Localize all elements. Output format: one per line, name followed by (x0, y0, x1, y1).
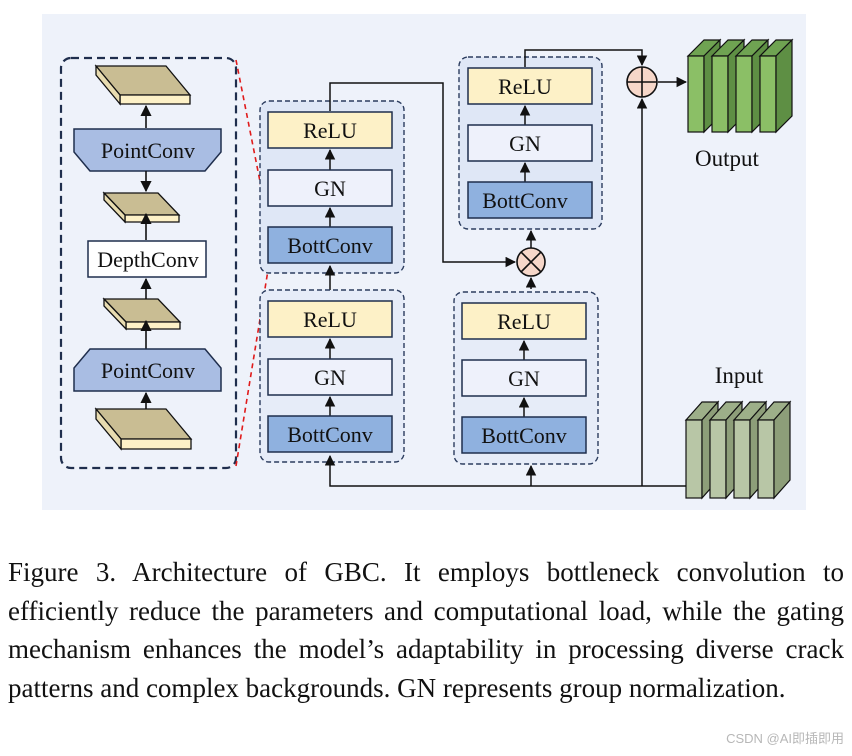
depth-conv-block: DepthConv (87, 240, 207, 278)
figure-caption-text: Architecture of GBC. It employs bottlene… (8, 557, 844, 703)
feature-slab-bottom (94, 407, 193, 451)
figure-caption-label: Figure 3. (8, 557, 117, 587)
gn-block-right-upper: GN (467, 124, 593, 162)
input-label: Input (715, 363, 764, 388)
gn-label: GN (314, 176, 346, 201)
watermark: CSDN @AI即插即用 (726, 731, 844, 746)
input-feature-stack (684, 400, 792, 500)
output-label: Output (695, 146, 760, 171)
point-conv-top: PointConv (73, 128, 222, 172)
bottconv-block-right-lower: BottConv (461, 416, 587, 454)
bottconv-block-right-upper: BottConv (467, 181, 593, 219)
relu-block-right-lower: ReLU (461, 302, 587, 340)
relu-label: ReLU (303, 307, 357, 332)
feature-slab-upper-mid (102, 191, 181, 224)
output-feature-stack (686, 38, 794, 134)
bottconv-detail-panel (59, 56, 238, 470)
bottconv-block-mid-lower: BottConv (267, 415, 393, 453)
multiply-icon (516, 247, 546, 277)
figure-caption: Figure 3.Architecture of GBC. It employs… (8, 553, 844, 707)
bottconv-block-mid-upper: BottConv (267, 226, 393, 264)
bottconv-label: BottConv (481, 423, 567, 448)
gn-label: GN (314, 365, 346, 390)
gn-block-right-lower: GN (461, 359, 587, 397)
gn-block-mid-upper: GN (267, 169, 393, 207)
gbc-architecture-diagram: PointConv DepthConv PointConv ReLU (42, 14, 806, 510)
gn-label: GN (508, 366, 540, 391)
relu-label: ReLU (498, 74, 552, 99)
relu-label: ReLU (497, 309, 551, 334)
relu-block-mid-upper: ReLU (267, 111, 393, 149)
bottconv-label: BottConv (482, 188, 568, 213)
relu-label: ReLU (303, 118, 357, 143)
add-icon (626, 66, 658, 98)
depth-conv-label: DepthConv (97, 247, 198, 272)
bottconv-label: BottConv (287, 233, 373, 258)
bottconv-label: BottConv (287, 422, 373, 447)
feature-slab-lower-mid (102, 297, 182, 331)
point-conv-bottom: PointConv (73, 348, 222, 392)
relu-block-mid-lower: ReLU (267, 300, 393, 338)
point-conv-top-label: PointConv (101, 138, 195, 163)
gn-label: GN (509, 131, 541, 156)
relu-block-right-upper: ReLU (467, 67, 593, 105)
gn-block-mid-lower: GN (267, 358, 393, 396)
point-conv-bottom-label: PointConv (101, 358, 195, 383)
feature-slab-top (94, 64, 192, 106)
